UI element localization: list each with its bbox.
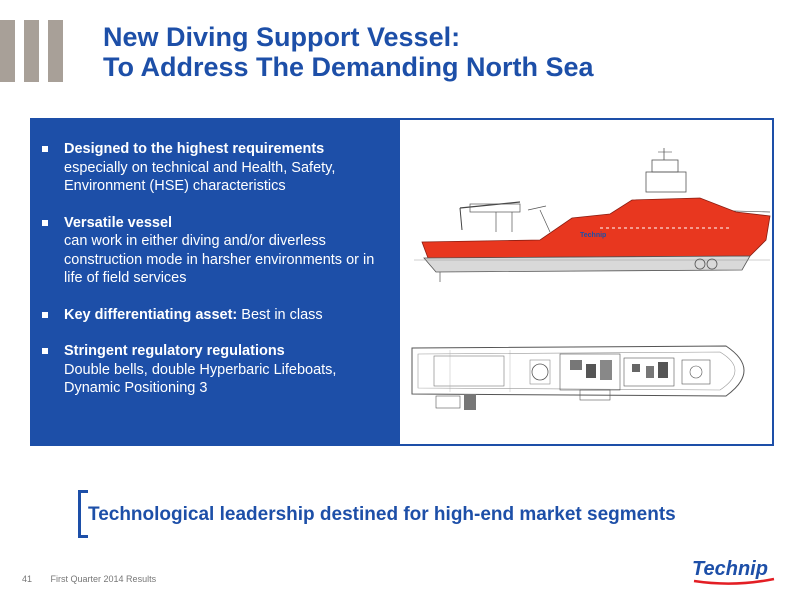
slide-title-line-2: To Address The Demanding North Sea — [103, 52, 594, 82]
bullet-square-icon — [42, 219, 48, 226]
decor-bar-2 — [24, 20, 39, 82]
hull-logo-label: Technip — [580, 232, 606, 239]
bullet-square-icon — [42, 311, 48, 318]
vessel-drawing-panel: Technip — [400, 120, 772, 444]
technip-logo: Technip — [688, 553, 780, 592]
bullet-square-icon — [42, 146, 48, 152]
decor-bar-1 — [0, 20, 15, 82]
slide-footer: 41 First Quarter 2014 Results — [22, 574, 172, 584]
logo-wordmark: Technip — [692, 558, 768, 580]
bullet-text: especially on technical and Health, Safe… — [64, 159, 336, 195]
bullet-square-icon — [42, 348, 48, 354]
bullet-heading: Stringent regulatory regulations — [64, 343, 285, 359]
tagline: Technological leadership destined for hi… — [88, 504, 676, 525]
bullet-heading: Versatile vessel — [64, 214, 173, 231]
slide-title: New Diving Support Vessel: To Address Th… — [103, 22, 594, 82]
page-number: 41 — [22, 574, 33, 584]
content-panel: Designed to the highest requirements esp… — [30, 118, 774, 446]
slide-title-line-1: New Diving Support Vessel: — [103, 22, 461, 52]
tagline-bracket — [78, 490, 88, 538]
bullet-text: Double bells, double Hyperbaric Lifeboat… — [64, 361, 337, 397]
vessel-side-elevation: Technip — [414, 148, 771, 282]
vessel-plan-view — [411, 345, 745, 410]
bullet-text: Best in class — [237, 306, 323, 323]
bullet-list: Designed to the highest requirements esp… — [32, 120, 400, 398]
vessel-drawings: Technip — [411, 148, 771, 410]
bullet-heading: Designed to the highest requirements — [64, 141, 325, 157]
bullet-heading: Key differentiating asset: — [64, 306, 238, 323]
footer-text: First Quarter 2014 Results — [50, 574, 157, 584]
bullet-text: can work in either diving and/or diverle… — [64, 233, 375, 286]
bullet-item: Stringent regulatory regulations Double … — [40, 342, 388, 398]
decor-bar-3 — [48, 20, 63, 82]
bullet-panel: Designed to the highest requirements esp… — [32, 120, 400, 444]
bullet-item: Key differentiating asset: Best in class — [40, 306, 388, 325]
bullet-item: Versatile vessel can work in either divi… — [40, 214, 388, 288]
bullet-item: Designed to the highest requirements esp… — [40, 140, 388, 196]
technip-logo-mark: Technip — [692, 558, 775, 585]
